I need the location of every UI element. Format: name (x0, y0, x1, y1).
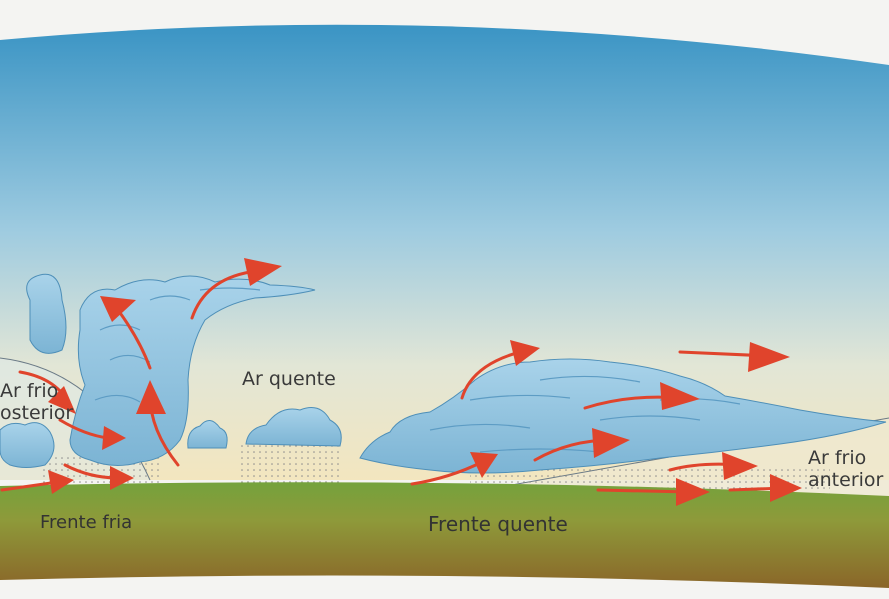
label-warm-front: Frente quente (428, 512, 568, 536)
ground (0, 482, 889, 590)
label-cold-air-ahead: Ar frio anterior (808, 447, 883, 491)
label-warm-air: Ar quente (242, 368, 336, 390)
label-cold-air-behind-line1: Ar frio (0, 380, 73, 402)
label-cold-air-behind-line2: osterior (0, 402, 73, 424)
label-cold-air-ahead-line2: anterior (808, 469, 883, 491)
label-cold-front: Frente fria (40, 512, 132, 533)
label-cold-air-behind: Ar frio osterior (0, 380, 73, 424)
label-cold-air-ahead-line1: Ar frio (808, 447, 883, 469)
